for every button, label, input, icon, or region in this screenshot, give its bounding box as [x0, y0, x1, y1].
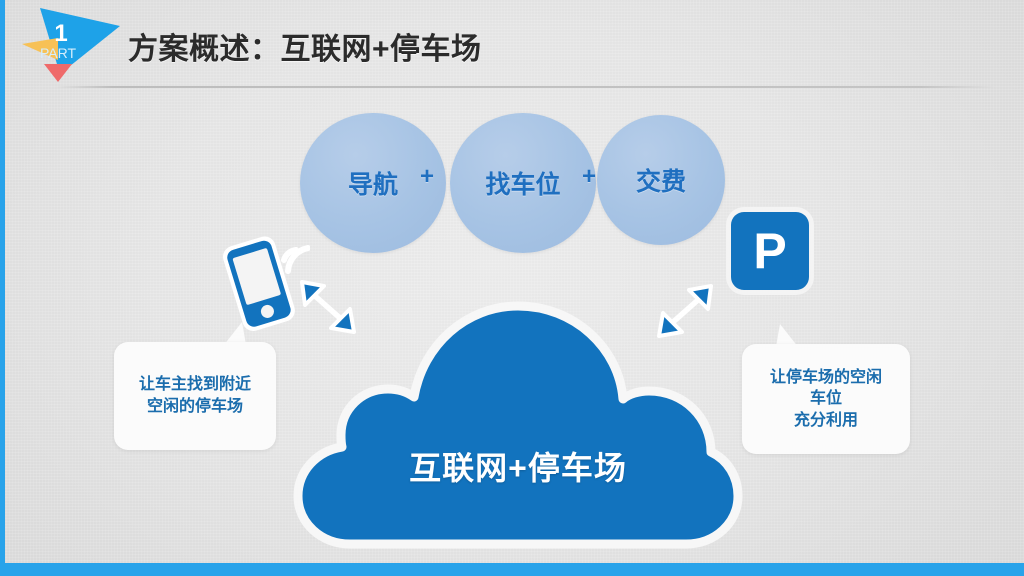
plus-operator-1: +	[420, 163, 435, 190]
part-badge-label: PART	[40, 45, 76, 61]
feature-circle-navigation-label: 导航	[347, 171, 398, 199]
double-headed-arrow-right-icon	[653, 282, 719, 344]
callout-left: 让车主找到附近 空闲的停车场	[114, 320, 276, 450]
callout-right-text: 让停车场的空闲 车位 充分利用	[762, 367, 890, 432]
part-badge-graphic: 1 PART	[22, 8, 120, 82]
feature-circle-navigation[interactable]: 导航	[300, 113, 446, 253]
callout-left-line-1: 让车主找到附近	[138, 376, 251, 394]
page-title: 方案概述：互联网+停车场	[128, 33, 482, 66]
callout-right: 让停车场的空闲 车位 充分利用	[742, 322, 910, 454]
callout-left-text: 让车主找到附近 空闲的停车场	[131, 374, 259, 417]
callout-right-line-2: 车位	[809, 390, 842, 408]
feature-circle-find-spot-label: 找车位	[485, 171, 561, 199]
parking-sign-letter: P	[753, 223, 787, 279]
callout-left-line-2: 空闲的停车场	[146, 398, 243, 415]
part-badge: 1 PART	[14, 2, 124, 82]
feature-circle-payment[interactable]: 交费	[597, 115, 725, 245]
callout-right-line-1: 让停车场的空闲	[769, 368, 882, 386]
bottom-accent-bar	[0, 563, 1024, 576]
callout-right-line-3: 充分利用	[793, 411, 858, 429]
part-badge-number: 1	[54, 20, 67, 47]
callout-left-box: 让车主找到附近 空闲的停车场	[114, 342, 276, 450]
cloud-shape	[292, 296, 744, 550]
left-accent-bar	[0, 0, 5, 576]
header-divider	[56, 86, 996, 88]
cloud-label: 互联网+停车场	[409, 450, 627, 486]
plus-operator-2: +	[582, 163, 597, 190]
callout-right-box: 让停车场的空闲 车位 充分利用	[742, 344, 910, 454]
feature-circle-payment-label: 交费	[635, 168, 686, 196]
parking-sign: P	[731, 212, 809, 290]
smartphone-wifi-icon	[218, 232, 311, 332]
feature-circle-find-spot[interactable]: 找车位	[450, 113, 596, 253]
double-headed-arrow-left-icon	[294, 278, 360, 340]
